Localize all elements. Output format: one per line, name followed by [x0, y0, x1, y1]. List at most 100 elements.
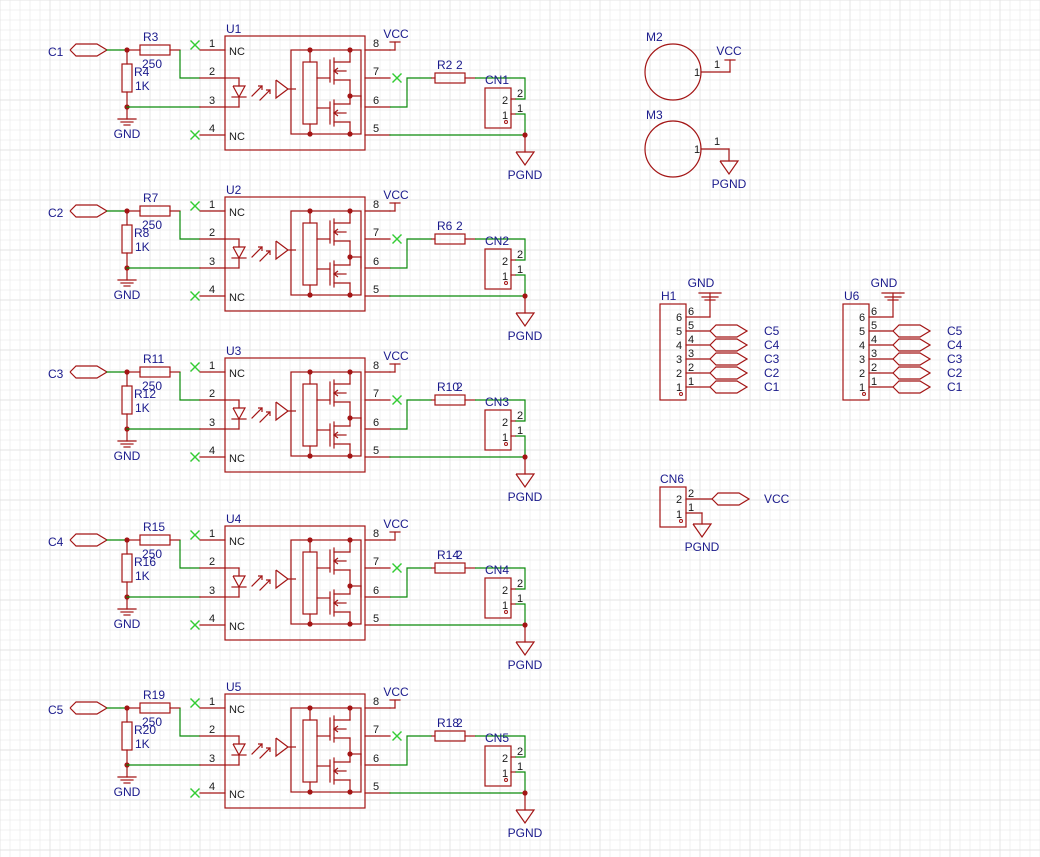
- arrow-stroke: [251, 743, 263, 755]
- pin-num-7: 7: [373, 556, 379, 568]
- conn-pin-1-out: 1: [517, 103, 523, 115]
- header-ref: H1: [661, 289, 677, 303]
- conn-pin-2-out: 2: [688, 488, 694, 500]
- channel-3: C3R11250R121KGNDU31234NCNC8765VCCR102PGN…: [48, 344, 543, 504]
- wire-conn-pin2: [475, 567, 526, 590]
- no-connect-stroke: [190, 698, 200, 708]
- arrow-stroke: [251, 407, 263, 419]
- junction-dot: [347, 537, 353, 543]
- pin-num-1: 1: [209, 199, 215, 211]
- header-pin-num: 3: [859, 354, 865, 366]
- header-pin-num-out: 2: [871, 362, 877, 374]
- r-pull-value: 1K: [135, 401, 150, 415]
- input-flag: [69, 365, 109, 379]
- pin-num-6: 6: [373, 256, 379, 268]
- pgnd-label: PGND: [508, 168, 543, 182]
- header-pin-num: 3: [676, 354, 682, 366]
- header-net-label: C4: [947, 338, 963, 352]
- r-pull-body: [121, 721, 133, 751]
- header-net-label: C1: [764, 380, 780, 394]
- arrow-head: [266, 747, 271, 752]
- r-series-value: 250: [142, 379, 162, 393]
- pgnd-label: PGND: [685, 540, 720, 554]
- header-net-label: C2: [764, 366, 780, 380]
- connector-body: [484, 745, 512, 787]
- r-pull-ref: R12: [134, 387, 156, 401]
- no-connect-mark: [190, 40, 200, 50]
- conn-pin-1-out: 1: [517, 264, 523, 276]
- conn-pin-2: 2: [676, 494, 682, 506]
- pgnd-symbol: PGND: [508, 809, 543, 840]
- wire-pin2: [179, 708, 200, 737]
- pin-num-5: 5: [373, 613, 379, 625]
- mounting-circle: [644, 120, 702, 178]
- wire-pin2: [179, 540, 200, 569]
- mosfet-lower: [329, 753, 351, 793]
- no-connect-stroke: [392, 73, 402, 83]
- header-pin-num-out: 6: [871, 306, 877, 318]
- junction-dot: [307, 789, 313, 795]
- wire-conn-pin1: [515, 274, 526, 296]
- arrow-stroke: [251, 85, 263, 97]
- pgnd-label: PGND: [508, 490, 543, 504]
- wire-pin6: [390, 567, 432, 598]
- arrow-head: [266, 89, 271, 94]
- arrow-head: [266, 579, 271, 584]
- gnd-symbol: GND: [114, 596, 141, 631]
- header-pin-num-out: 2: [688, 362, 694, 374]
- pin-num-4: 4: [209, 284, 215, 296]
- no-connect-mark: [190, 788, 200, 798]
- r-series-ref: R11: [143, 352, 164, 366]
- header-pin-num: 4: [859, 340, 865, 352]
- mosfet-frame: [290, 539, 362, 625]
- no-connect-stroke: [392, 395, 402, 405]
- header-net-label: C5: [764, 324, 780, 338]
- arrow-stroke: [259, 411, 271, 423]
- arrowhead: [333, 557, 339, 565]
- gnd-label: GND: [688, 276, 715, 290]
- pin-name-nc: NC: [229, 207, 245, 219]
- arrowhead: [333, 270, 339, 278]
- arrow-stroke: [259, 250, 271, 262]
- mosfet-upper: [329, 49, 351, 97]
- pin-num-4: 4: [209, 613, 215, 625]
- r-pull-body: [121, 63, 133, 93]
- wire-pin2: [179, 50, 200, 79]
- connector-ref: CN2: [485, 234, 509, 248]
- junction-dot: [347, 369, 353, 375]
- no-connect-stroke: [190, 40, 200, 50]
- header-pin-num-out: 5: [688, 320, 694, 332]
- junction-dot: [347, 131, 353, 137]
- ic-body: [224, 196, 366, 312]
- arrowhead: [333, 725, 339, 733]
- conn-pin-2: 2: [502, 753, 508, 765]
- ic-body: [224, 35, 366, 151]
- wire-conn-pin1: [515, 771, 526, 793]
- pgnd-symbol: PGND: [685, 523, 720, 554]
- no-connect-stroke: [392, 563, 402, 573]
- channel-4: C4R15250R161KGNDU41234NCNC8765VCCR142PGN…: [48, 512, 543, 672]
- no-connect-mark: [190, 291, 200, 301]
- header-net-flag: [892, 380, 932, 394]
- wire-conn-pin1: [515, 435, 526, 457]
- light-arrows: [251, 246, 271, 262]
- no-connect-stroke: [190, 362, 200, 372]
- header-pin-num: 5: [676, 326, 682, 338]
- r-series-value: 250: [142, 715, 162, 729]
- connector-ref: CN5: [485, 731, 509, 745]
- junction-dot: [347, 453, 353, 459]
- header-body: [842, 303, 870, 401]
- arrow-head: [258, 246, 263, 251]
- no-connect-stroke: [190, 452, 200, 462]
- conn-pin-1: 1: [676, 509, 682, 521]
- wire-pin6: [390, 77, 432, 108]
- wire-conn-pin2: [475, 735, 526, 758]
- header-net-label: C4: [764, 338, 780, 352]
- mosfet-frame: [290, 707, 362, 793]
- no-connect-mark: [190, 698, 200, 708]
- input-flag: [69, 204, 109, 218]
